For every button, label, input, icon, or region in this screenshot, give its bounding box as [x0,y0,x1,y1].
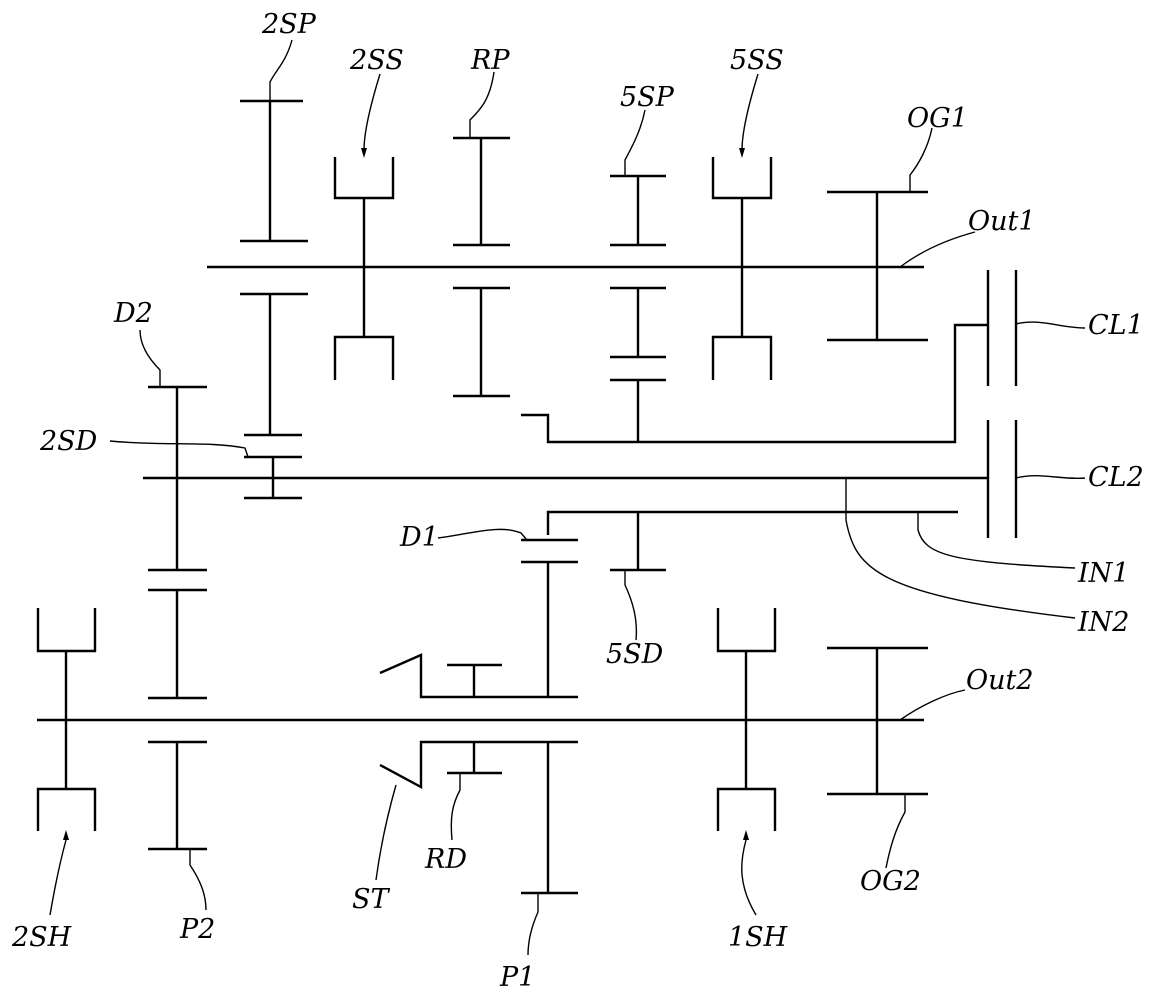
label-d2: D2 [113,298,153,329]
label-5sp: 5SP [620,82,675,113]
label-cl2: CL2 [1088,462,1144,493]
label-2sd: 2SD [39,426,98,457]
gear-og2 [827,646,928,796]
labels: 2SP 2SS RP 5SP 5SS OG1 Out1 CL1 D2 2SD C… [11,9,1144,993]
input-shaft-group [143,385,1018,700]
label-2ss: 2SS [349,45,404,76]
label-2sh: 2SH [11,922,72,953]
synchronizer-1sh [716,608,777,831]
lower-shaft-group [36,608,928,895]
synchronizer-5ss [711,157,773,380]
gear-5sp [610,174,666,442]
label-out1: Out1 [968,206,1036,237]
gear-d1 [521,538,578,697]
input-shaft-1-group [521,510,958,697]
label-og1: OG1 [907,103,968,134]
gear-5sd [610,512,666,572]
gear-2sd [244,433,302,500]
label-p2: P2 [179,914,215,945]
label-rd: RD [424,844,467,875]
label-5sd: 5SD [606,639,664,670]
gear-d2 [148,385,207,700]
label-2sp: 2SP [261,9,317,40]
label-p1: P1 [499,962,535,993]
label-d1: D1 [399,522,439,553]
clutch-1-path [521,270,1018,444]
gear-2sp [240,99,308,435]
gear-p2 [148,740,207,851]
label-1sh: 1SH [728,922,788,953]
label-st: ST [352,884,390,915]
synchronizer-2ss [333,157,395,380]
label-in2: IN2 [1077,607,1129,638]
label-5ss: 5SS [730,45,784,76]
gear-og1 [827,190,928,342]
label-cl1: CL1 [1088,310,1144,341]
synchronizer-2sh [36,608,97,831]
label-in1: IN1 [1077,558,1129,589]
label-og2: OG2 [860,866,921,897]
gear-assembly-st-rd-p1 [379,653,578,895]
gear-rp [453,136,510,398]
label-out2: Out2 [966,665,1034,696]
input-shaft-1 [546,510,958,535]
leader-lines [49,39,1086,956]
label-rp: RP [470,45,510,76]
upper-shaft-group [207,99,928,442]
